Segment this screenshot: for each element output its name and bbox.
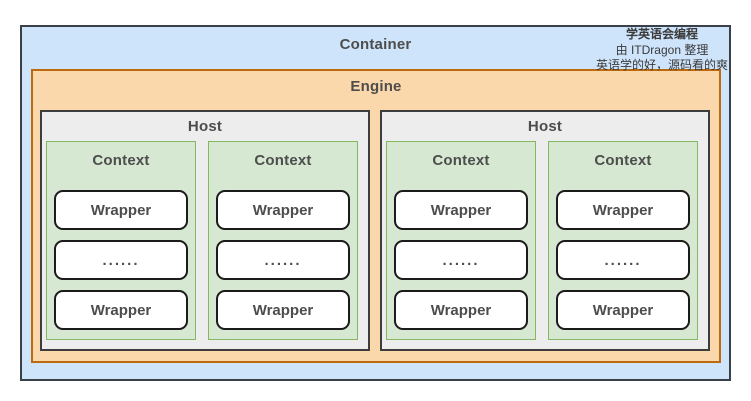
watermark-line-2: 由 ITDragon 整理 — [615, 42, 709, 57]
container-label: Container — [339, 36, 412, 53]
watermark-line-1: 学英语会编程 — [625, 27, 698, 41]
context-1-label: Context — [92, 152, 150, 169]
watermark-text: 学英语会编程 由 ITDragon 整理 英语学的好，源码看的爽 — [576, 27, 748, 74]
ellipsis-wrapper-box: ...... — [216, 240, 350, 280]
context-box-4: Context Wrapper ...... Wrapper — [548, 141, 698, 340]
context-2-label: Context — [254, 152, 312, 169]
ellipsis-wrapper-box: ...... — [54, 240, 188, 280]
wrapper-stack: Wrapper ...... Wrapper — [394, 190, 528, 330]
host-2-label: Host — [527, 118, 563, 135]
context-box-3: Context Wrapper ...... Wrapper — [386, 141, 536, 340]
ellipsis-wrapper-box: ...... — [556, 240, 690, 280]
wrapper-box: Wrapper — [556, 190, 690, 230]
wrapper-box: Wrapper — [54, 190, 188, 230]
wrapper-stack: Wrapper ...... Wrapper — [54, 190, 188, 330]
ellipsis-wrapper-box: ...... — [394, 240, 528, 280]
wrapper-box: Wrapper — [54, 290, 188, 330]
context-4-label: Context — [594, 152, 652, 169]
wrapper-stack: Wrapper ...... Wrapper — [556, 190, 690, 330]
wrapper-box: Wrapper — [216, 190, 350, 230]
context-box-2: Context Wrapper ...... Wrapper — [208, 141, 358, 340]
wrapper-box: Wrapper — [216, 290, 350, 330]
wrapper-box: Wrapper — [394, 190, 528, 230]
wrapper-stack: Wrapper ...... Wrapper — [216, 190, 350, 330]
watermark-line-3: 英语学的好，源码看的爽 — [595, 58, 728, 72]
context-3-label: Context — [432, 152, 490, 169]
wrapper-box: Wrapper — [394, 290, 528, 330]
engine-label: Engine — [350, 78, 402, 95]
host-1-label: Host — [187, 118, 223, 135]
wrapper-box: Wrapper — [556, 290, 690, 330]
context-box-1: Context Wrapper ...... Wrapper — [46, 141, 196, 340]
